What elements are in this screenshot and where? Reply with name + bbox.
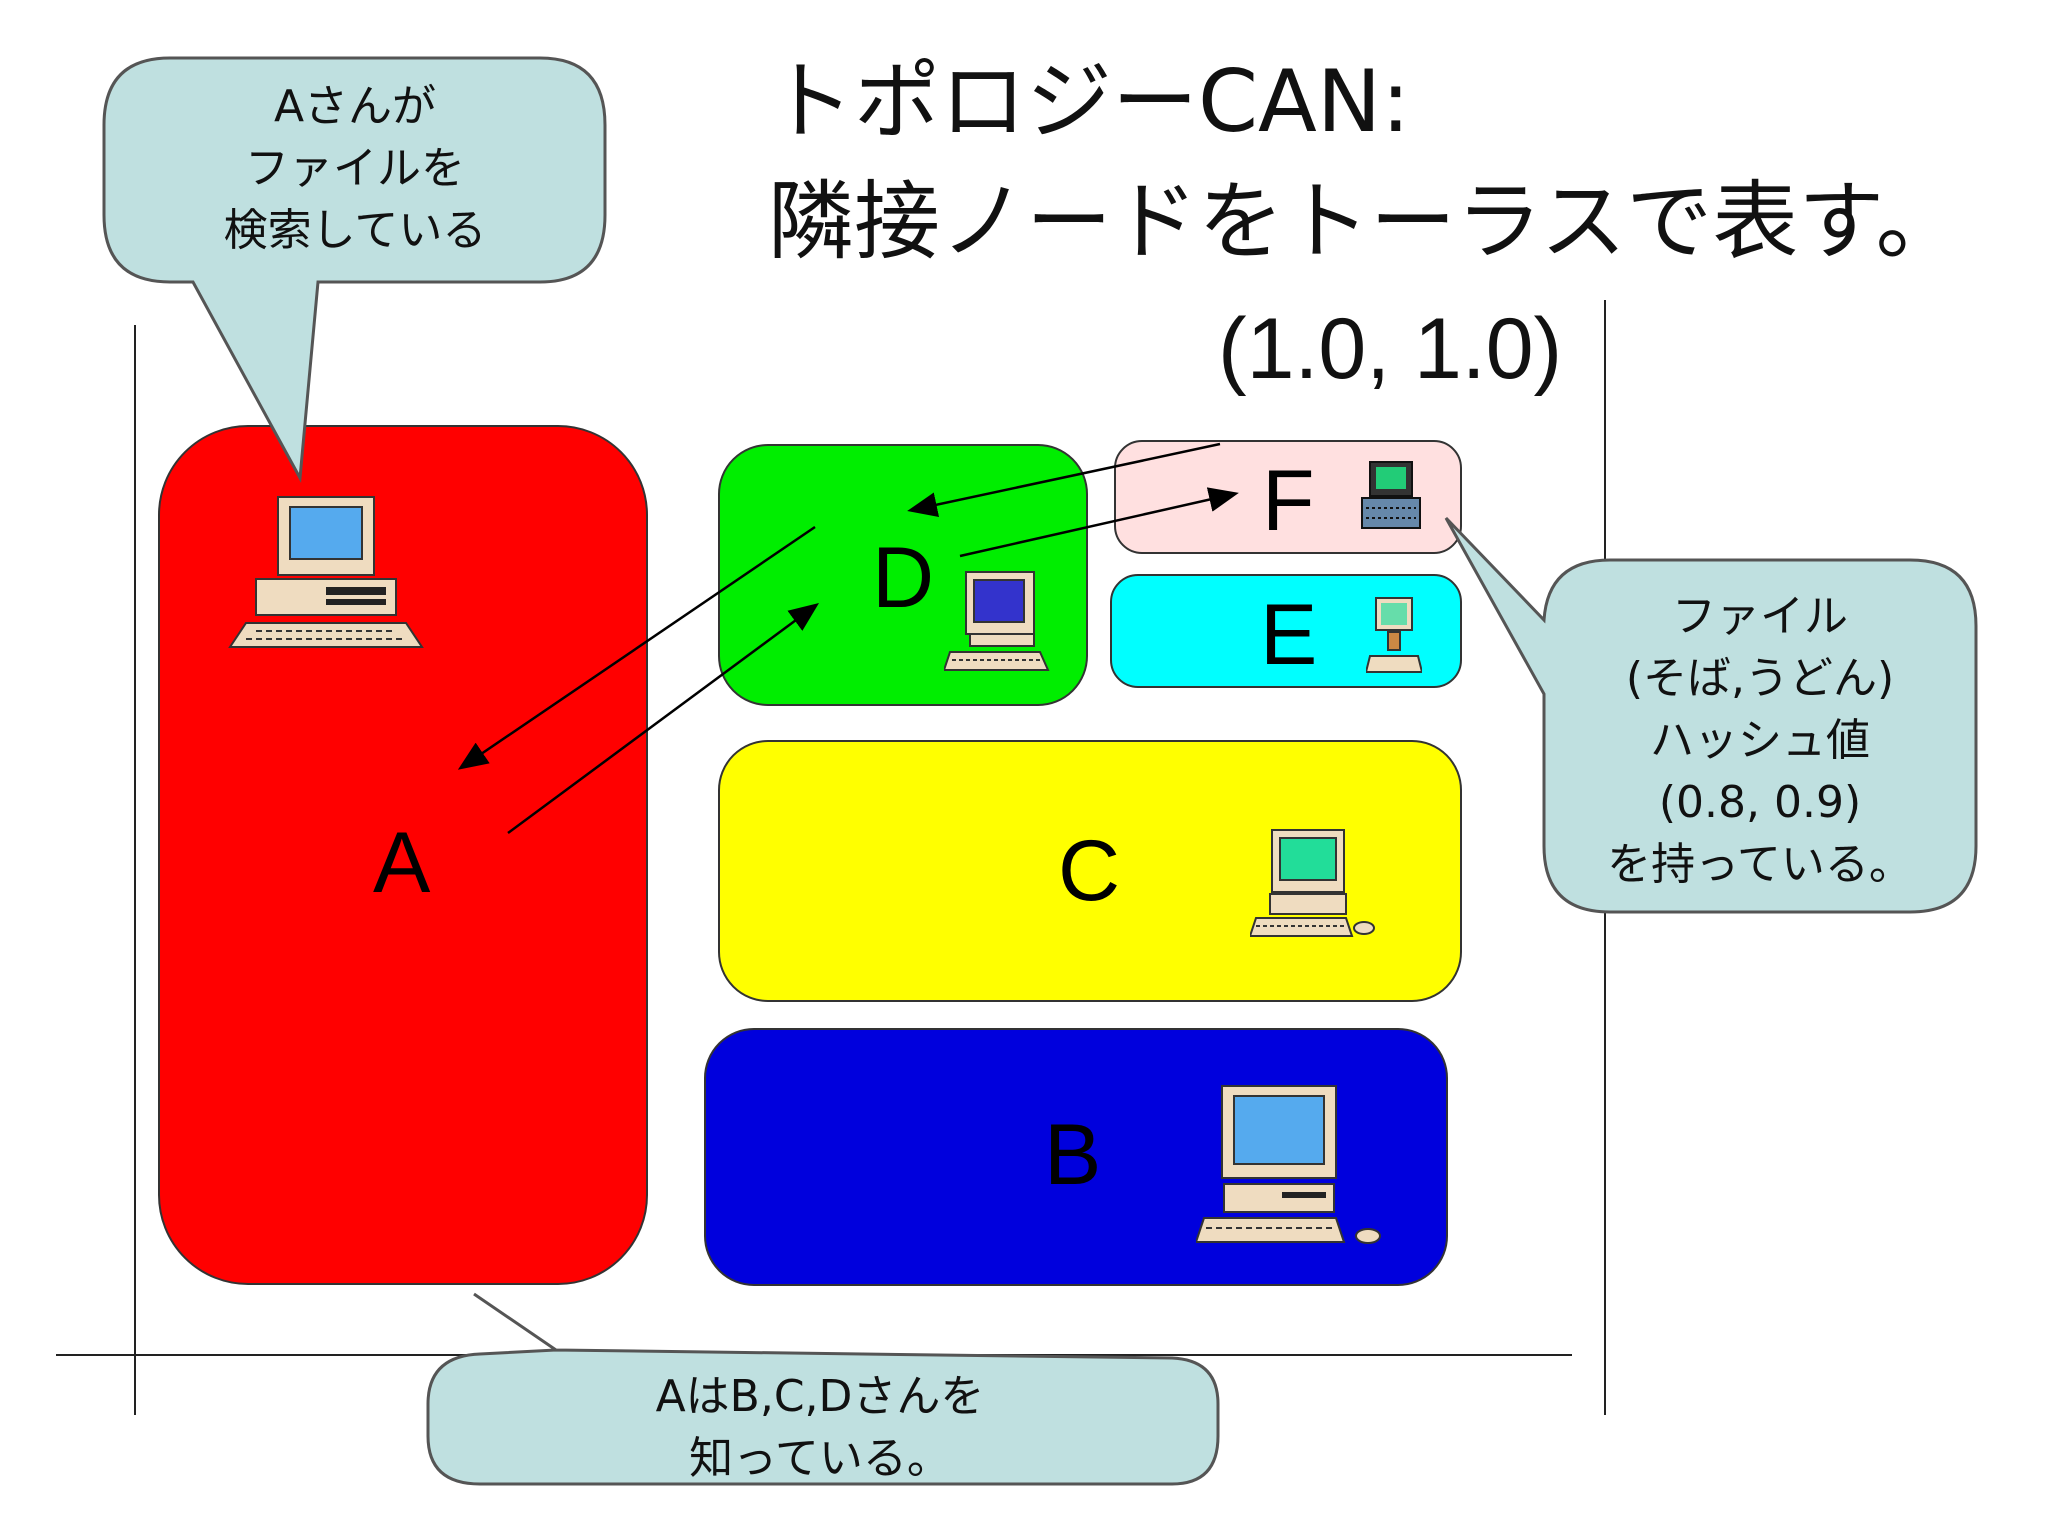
callout-bubble-bottom [426, 1292, 1220, 1486]
region-f-label: F [1262, 453, 1315, 549]
callout-top-left-line-2: ファイルを [245, 143, 465, 194]
callout-right-line-1: ファイル [1672, 591, 1848, 642]
arrow-d-to-a [457, 525, 816, 770]
region-c-label: C [1058, 823, 1121, 919]
callout-bubble-right [1444, 516, 1978, 914]
region-d-label: D [872, 530, 935, 626]
region-a [158, 425, 648, 1285]
slide-title: トポロジーCAN: 隣接ノードをトーラスで表す。 [768, 42, 1962, 282]
title-line-1: トポロジーCAN: [768, 52, 1411, 152]
computer-icon-d [944, 571, 1050, 671]
region-a-label: A [373, 815, 431, 911]
callout-right-line-5: を持っている。 [1607, 839, 1913, 890]
callout-right-line-3: ハッシュ値 [1650, 715, 1870, 766]
region-b-label: B [1044, 1107, 1102, 1203]
callout-top-left-line-3: 検索している [223, 205, 487, 256]
y-axis-left [134, 325, 136, 1415]
computer-icon-a [228, 496, 424, 648]
computer-icon-c [1250, 829, 1375, 937]
region-e-label: E [1260, 587, 1318, 683]
callout-top-left-line-1: Aさんが [273, 81, 437, 132]
callout-text-right: ファイル (そば,うどん) ハッシュ値 (0.8, 0.9) を持っている。 [1560, 586, 1960, 896]
computer-icon-f [1361, 461, 1421, 529]
callout-bottom-line-2: 知っている。 [689, 1433, 951, 1484]
callout-text-top-left: Aさんが ファイルを 検索している [160, 76, 550, 262]
computer-icon-e [1366, 597, 1422, 673]
callout-bottom-line-1: AはB,C,Dさんを [655, 1371, 985, 1422]
corner-coordinate: (1.0, 1.0) [1218, 301, 1563, 397]
arrow-d-to-f [959, 487, 1239, 558]
callout-right-line-4: (0.8, 0.9) [1658, 777, 1862, 828]
callout-text-bottom: AはB,C,Dさんを 知っている。 [470, 1366, 1170, 1490]
callout-right-line-2: (そば,うどん) [1625, 653, 1895, 704]
arrow-f-to-d [907, 442, 1221, 517]
callout-bubble-top-left [102, 56, 607, 484]
title-line-2: 隣接ノードをトーラスで表す。 [768, 172, 1962, 272]
arrow-a-to-d [507, 603, 820, 835]
computer-icon-b [1196, 1085, 1381, 1244]
